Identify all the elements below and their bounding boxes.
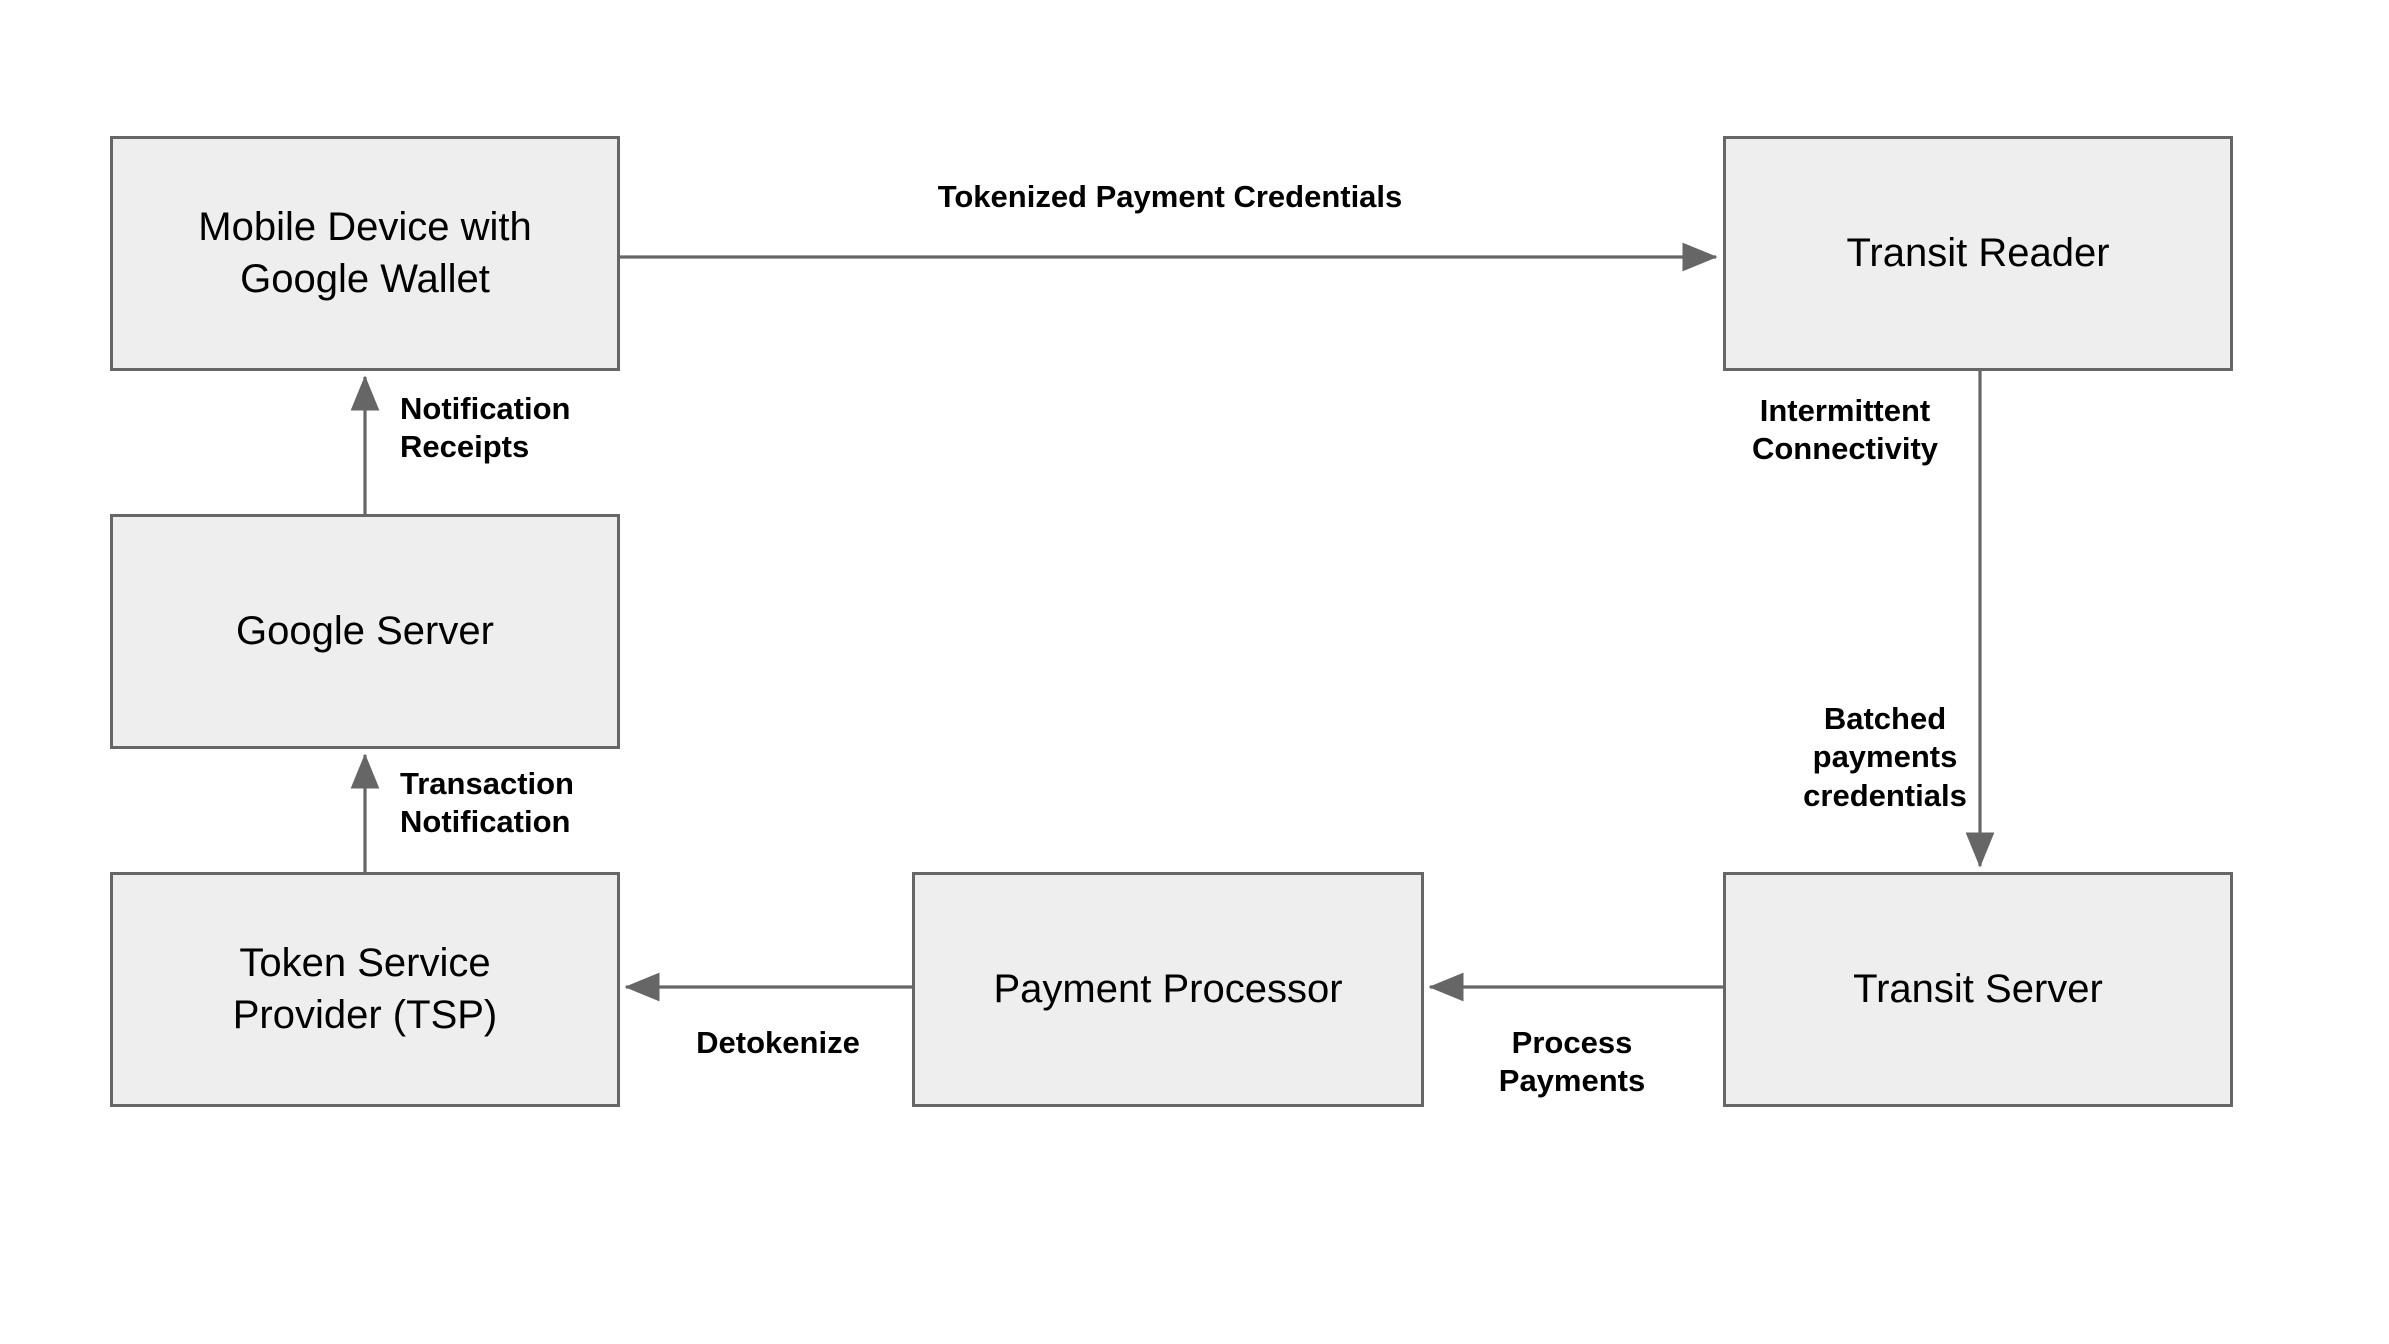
node-label: Mobile Device with Google Wallet xyxy=(198,205,532,301)
edge-label-batched-payments-credentials: Batched payments credentials xyxy=(1803,701,1967,813)
edge-label-tokenized-payment-credentials: Tokenized Payment Credentials xyxy=(937,179,1403,214)
node-label: Transit Reader xyxy=(1846,230,2110,275)
node-payment-processor[interactable]: Payment Processor xyxy=(912,872,1424,1107)
node-label: Transit Server xyxy=(1853,966,2103,1011)
edge-label-detokenize: Detokenize xyxy=(696,1025,860,1060)
node-label: Google Server xyxy=(236,608,494,653)
node-label: Token Service Provider (TSP) xyxy=(232,941,498,1037)
edge-label-process-payments: Process Payments xyxy=(1498,1025,1646,1099)
node-google-server[interactable]: Google Server xyxy=(110,514,620,749)
node-transit-server[interactable]: Transit Server xyxy=(1723,872,2233,1107)
node-mobile-device-with-google-wallet[interactable]: Mobile Device with Google Wallet xyxy=(110,136,620,371)
node-token-service-provider[interactable]: Token Service Provider (TSP) xyxy=(110,872,620,1107)
node-transit-reader[interactable]: Transit Reader xyxy=(1723,136,2233,371)
edge-label-transaction-notification: Transaction Notification xyxy=(400,766,574,840)
edge-label-intermittent-connectivity: Intermittent Connectivity xyxy=(1751,393,1939,467)
node-label: Payment Processor xyxy=(993,966,1343,1011)
edge-label-notification-receipts: Notification Receipts xyxy=(400,391,571,465)
